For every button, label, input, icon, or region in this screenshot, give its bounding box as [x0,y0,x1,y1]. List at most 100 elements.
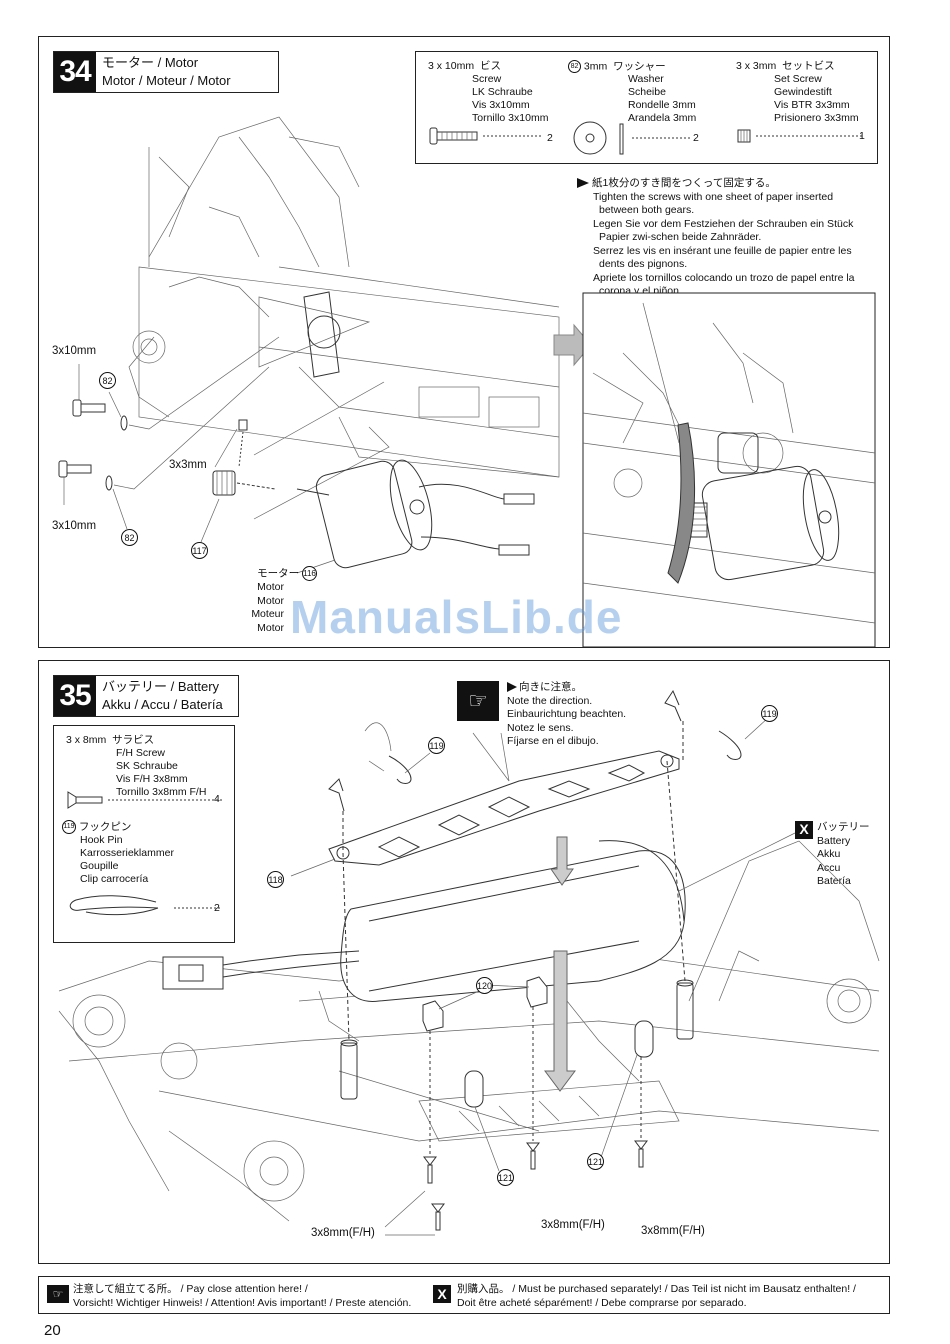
battery-line: Akku [817,848,841,860]
part-jp: ワッシャー [613,60,666,73]
note-line-jp: 紙1枚分のすき間をつくって固定する。 [592,177,776,189]
battery-note: X バッテリー Battery Akku Accu Batería [795,821,870,889]
watermark: ManualsLib.de [290,591,623,643]
direction-note: ☞ 向きに注意。 Note the direction. Einbauricht… [457,681,626,749]
step35-title-jp: バッテリー / Battery [102,679,220,694]
motor-name: Motor [257,594,284,607]
attention-line-2: Vorsicht! Wichtiger Hinweis! / Attention… [73,1297,412,1309]
part-name: Set Screw [774,73,822,85]
motor-name: Moteur [251,608,284,620]
part-qty: 2 [693,132,699,144]
screw-label-top: 3x10mm [52,345,97,357]
legend-footer: ☞ 注意して組立てる所。 / Pay close attention here!… [38,1276,890,1314]
part-jp: セットビス [782,60,835,72]
purchase-line-1: 別購入品。 / Must be purchased separately! / … [457,1283,856,1295]
step34-note: 紙1枚分のすき間をつくって固定する。 Tighten the screws wi… [577,177,887,299]
motor-name: Motor [257,621,284,634]
step34-title-en: Motor / Moteur / Motor [102,73,231,88]
part-name: Arandela 3mm [628,112,697,124]
pinion-ref: 117 [191,542,208,559]
note-line: Legen Sie vor dem Festziehen der Schraub… [593,217,854,230]
part-name: F/H Screw [116,747,166,759]
part-name: Hook Pin [80,834,123,846]
washer-icon [573,121,690,155]
part-name: Clip carrocería [80,873,149,885]
part-name: Karrosserieklammer [80,847,174,859]
washer-ref-bottom: 82 [121,529,138,546]
note-line: dents des pignons. [599,258,688,270]
direction-line: Notez le sens. [507,721,574,734]
step35-header: 35 バッテリー / Battery Akku / Accu / Batería [53,675,239,717]
part-name: Vis 3x10mm [472,99,530,111]
part-name: Rondelle 3mm [628,99,696,111]
part-jp: ビス [479,60,501,72]
part-name: Tornillo 3x10mm [472,112,549,124]
part-name: Screw [472,73,502,85]
part-name: Prisionero 3x3mm [774,112,859,124]
step34-panel: 34 モーター / Motor Motor / Moteur / Motor 3… [38,36,890,648]
part-name: Goupille [80,860,119,872]
washer-ref-top: 82 [99,372,116,389]
part-name: Scheibe [628,86,666,98]
part-qty: 2 [547,132,553,144]
note-line: between both gears. [599,204,695,216]
post-ref: 120 [476,977,493,994]
foam-ref-left: 121 [497,1169,514,1186]
part-name: Vis BTR 3x3mm [774,99,850,111]
part-qty: 1 [859,130,865,142]
fh-screw-label-1: 3x8mm(F/H) [311,1227,375,1239]
note-line: Tighten the screws with one sheet of pap… [593,190,834,203]
hook-pin-icon [69,895,222,916]
direction-line: Einbaurichtung beachten. [507,708,627,720]
step35-panel: 35 バッテリー / Battery Akku / Accu / Batería… [38,660,890,1264]
screw-icon [429,127,543,145]
hookpin-ref-right: 119 [761,705,778,722]
motor-label: モーター 116 Motor Motor Moteur Motor [227,566,317,635]
part-name: Vis F/H 3x8mm [116,773,188,785]
part-size: 3 x 10mm [428,60,475,72]
fh-screw-label-3: 3x8mm(F/H) [641,1225,705,1237]
screw-label-bottom: 3x10mm [52,520,97,532]
part-name: Washer [628,73,664,85]
purchase-separately-icon: X [795,821,813,839]
direction-line: Note the direction. [507,694,593,707]
attention-line-1: 注意して組立てる所。 / Pay close attention here! / [73,1283,308,1295]
part-ref: 82 [568,60,581,73]
setscrew-icon [737,129,864,143]
step34-title-jp: モーター / Motor [102,55,199,70]
step35-parts-box: 3 x 8mm サラビス F/H Screw SK Schraube Vis F… [53,725,235,943]
battery-line: Battery [817,834,851,847]
attention-icon: ☞ [47,1285,69,1303]
chassis-illustration [58,116,592,574]
motor-name: Motor [257,581,284,593]
step35-title-en: Akku / Accu / Batería [102,697,223,712]
step34-parts-box: 3 x 10mm ビス Screw LK Schraube Vis 3x10mm… [415,51,878,164]
step34-number: 34 [54,52,96,92]
fh-screw-icon [67,791,222,809]
part-name: Tornillo 3x8mm F/H [116,786,207,798]
direction-jp: 向きに注意。 [519,681,582,693]
note-line: Papier zwi-schen beide Zahnräder. [599,231,762,243]
setscrew-label: 3x3mm [169,459,207,471]
hookpin-ref-left: 119 [428,737,445,754]
part-size: 3mm [583,60,608,73]
step34-header: 34 モーター / Motor Motor / Moteur / Motor [53,51,279,93]
part-name: Gewindestift [774,86,832,98]
part-name: LK Schraube [472,86,533,98]
pointing-hand-icon: ☞ [457,681,499,721]
purchase-icon: X [433,1285,451,1303]
purchase-line-2: Doit être acheté séparément! / Debe comp… [457,1297,747,1309]
note-line: Apriete los tornillos colocando un trozo… [593,271,855,284]
part-jp: サラビス [112,734,155,746]
part-qty: 4 [214,793,220,805]
battery-jp: バッテリー [817,821,870,833]
gear-mesh-illustration [582,292,876,648]
part-size: 3 x 8mm [66,734,107,746]
motor-ref: 116 [302,566,317,581]
part-name: SK Schraube [116,760,178,772]
battery-illustration [58,689,880,1236]
part-ref: 119 [62,820,76,834]
part-qty: 2 [214,902,220,914]
motor-jp: モーター [257,567,300,580]
page-number: 20 [44,1322,61,1339]
